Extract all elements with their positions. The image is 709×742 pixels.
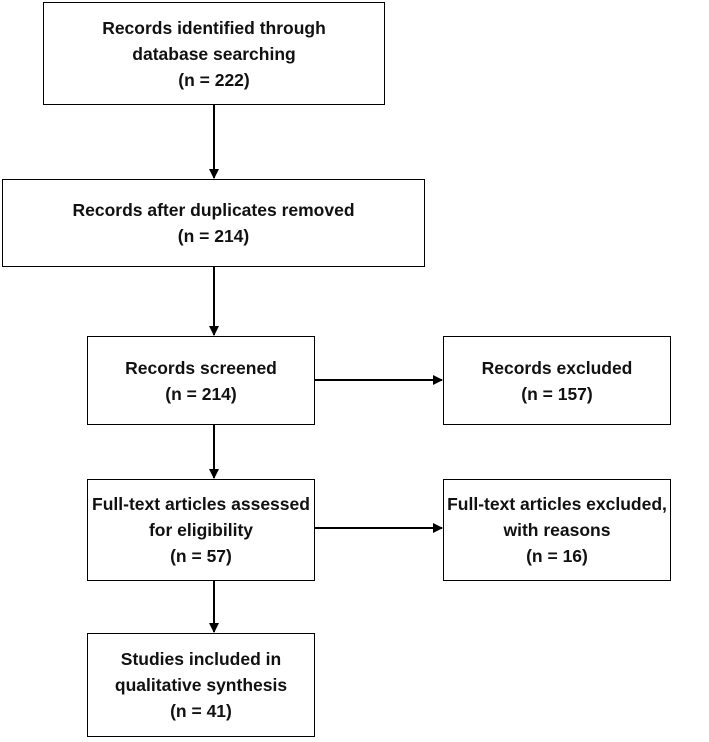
fulltext-assessed-line2: for eligibility — [148, 520, 254, 540]
records-screened-line1: Records screened — [125, 357, 277, 378]
fulltext-assessed-line1: Full-text articles assessed — [92, 494, 310, 514]
records-identified-line2: database searching — [132, 43, 296, 64]
fulltext-excluded-line2: with reasons — [503, 520, 611, 540]
records-excluded-box: Records excluded (n = 157) — [443, 336, 671, 425]
studies-included-box: Studies included in qualitative synthesi… — [87, 633, 315, 737]
records-screened-box: Records screened (n = 214) — [87, 336, 315, 425]
studies-included-count: (n = 41) — [170, 701, 232, 721]
records-screened-count: (n = 214) — [165, 383, 237, 404]
fulltext-excluded-box: Full-text articles excluded, with reason… — [443, 479, 671, 581]
fulltext-excluded-line1: Full-text articles excluded, — [447, 494, 667, 514]
duplicates-removed-count: (n = 214) — [177, 226, 250, 246]
fulltext-assessed-count: (n = 57) — [170, 546, 232, 566]
duplicates-removed-box: Records after duplicates removed (n = 21… — [2, 179, 425, 267]
records-identified-box: Records identified through database sear… — [43, 2, 385, 105]
records-identified-line1: Records identified through — [102, 17, 326, 38]
fulltext-assessed-box: Full-text articles assessed for eligibil… — [87, 479, 315, 581]
duplicates-removed-line1: Records after duplicates removed — [72, 200, 355, 220]
studies-included-line1: Studies included in — [120, 649, 282, 669]
studies-included-line2: qualitative synthesis — [114, 675, 288, 695]
fulltext-excluded-count: (n = 16) — [526, 546, 588, 566]
records-excluded-line1: Records excluded — [481, 357, 633, 378]
records-identified-count: (n = 222) — [178, 69, 250, 90]
records-excluded-count: (n = 157) — [521, 383, 593, 404]
